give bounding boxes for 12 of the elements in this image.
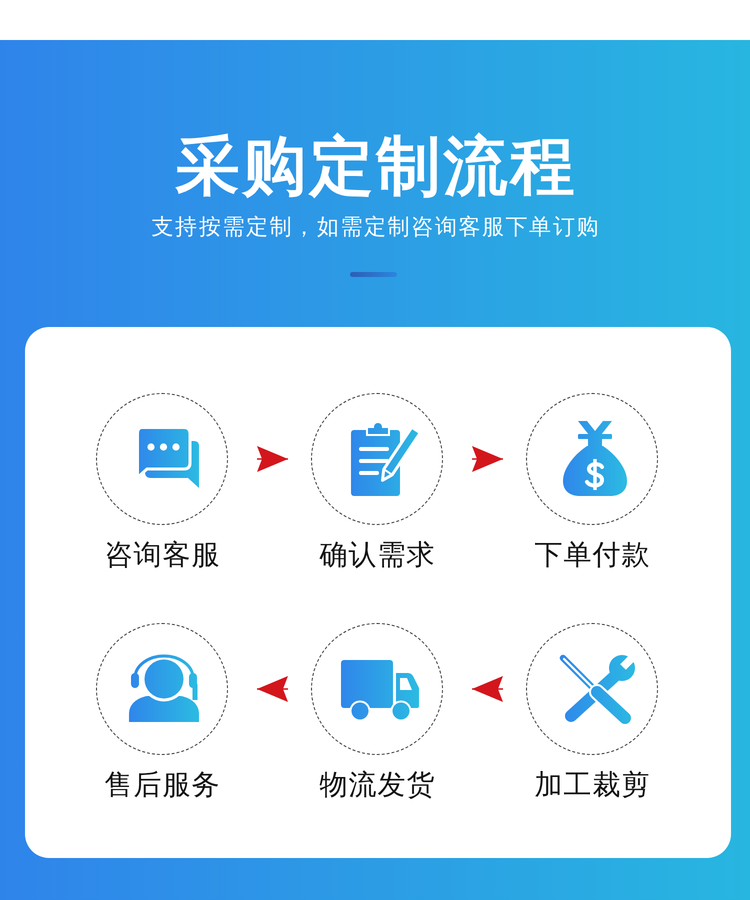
- step-label: 下单付款: [534, 541, 650, 569]
- arrow: [472, 676, 503, 702]
- page-title: 采购定制流程: [174, 135, 578, 199]
- step-label: 确认需求: [318, 541, 436, 569]
- page-subtitle: 支持按需定制，如需定制咨询客服下单订购: [150, 217, 600, 239]
- arrow: [257, 446, 288, 472]
- step-label: 咨询客服: [104, 541, 220, 569]
- arrow: [257, 676, 288, 702]
- step-label: 物流发货: [318, 771, 436, 799]
- arrow: [472, 446, 503, 472]
- step-label: 售后服务: [104, 771, 220, 799]
- step-label: 加工裁剪: [534, 771, 650, 799]
